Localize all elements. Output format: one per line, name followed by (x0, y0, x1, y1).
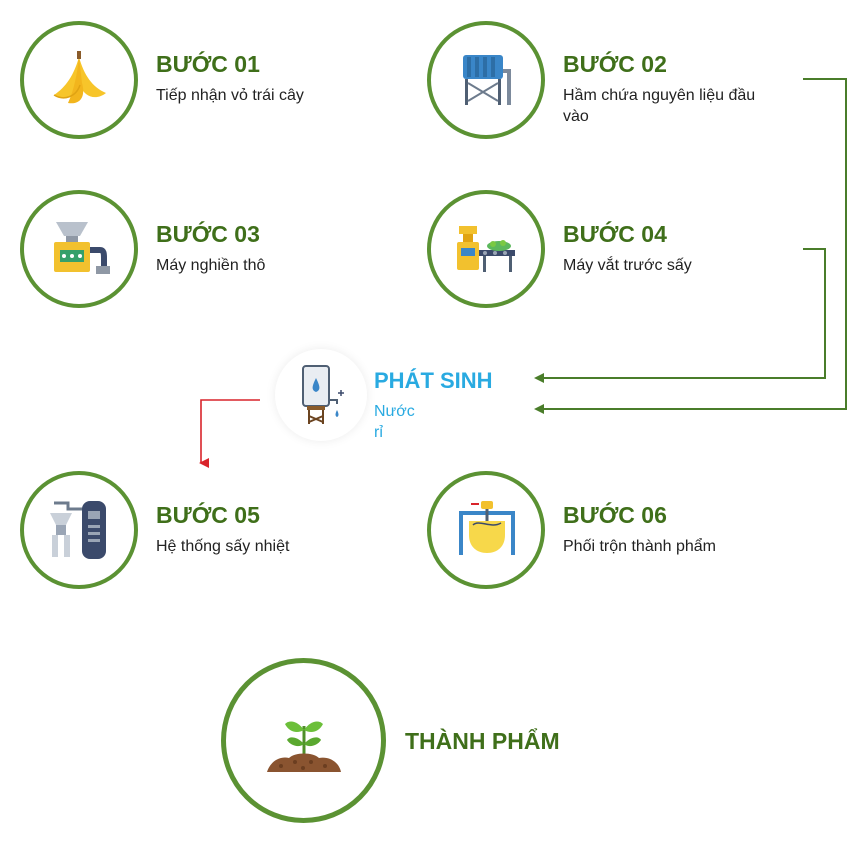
connector-byproduct-step05 (199, 399, 260, 468)
step-06-title: BƯỚC 06 (563, 502, 667, 528)
step-05-desc: Hệ thống sấy nhiệt (156, 538, 290, 555)
step-04-title: BƯỚC 04 (563, 221, 667, 247)
final-title: THÀNH PHẨM (405, 728, 560, 754)
step-02-title: BƯỚC 02 (563, 51, 667, 77)
leachate-tank-icon (275, 349, 367, 441)
step-04-desc: Máy vắt trước sấy (563, 257, 692, 274)
grinder-machine-icon (20, 190, 138, 308)
step-03-title: BƯỚC 03 (156, 221, 260, 247)
banana-peel-icon (20, 21, 138, 139)
step-05-title: BƯỚC 05 (156, 502, 260, 528)
step-02-desc: Hầm chứa nguyên liệu đầu vào (563, 87, 756, 125)
step-01-title: BƯỚC 01 (156, 51, 260, 77)
byproduct-desc: Nước rỉ (374, 403, 415, 441)
connector-step02-byproduct (534, 78, 847, 414)
press-conveyor-icon (427, 190, 545, 308)
dryer-system-icon (20, 471, 138, 589)
step-03-desc: Máy nghiền thô (156, 257, 266, 274)
connector-step04-byproduct (534, 248, 826, 383)
mixer-icon (427, 471, 545, 589)
byproduct-title: PHÁT SINH (374, 368, 493, 393)
step-01-desc: Tiếp nhận vỏ trái cây (156, 87, 304, 104)
sprout-soil-icon (221, 658, 386, 823)
step-06-desc: Phối trộn thành phẩm (563, 538, 716, 555)
water-tank-icon (427, 21, 545, 139)
